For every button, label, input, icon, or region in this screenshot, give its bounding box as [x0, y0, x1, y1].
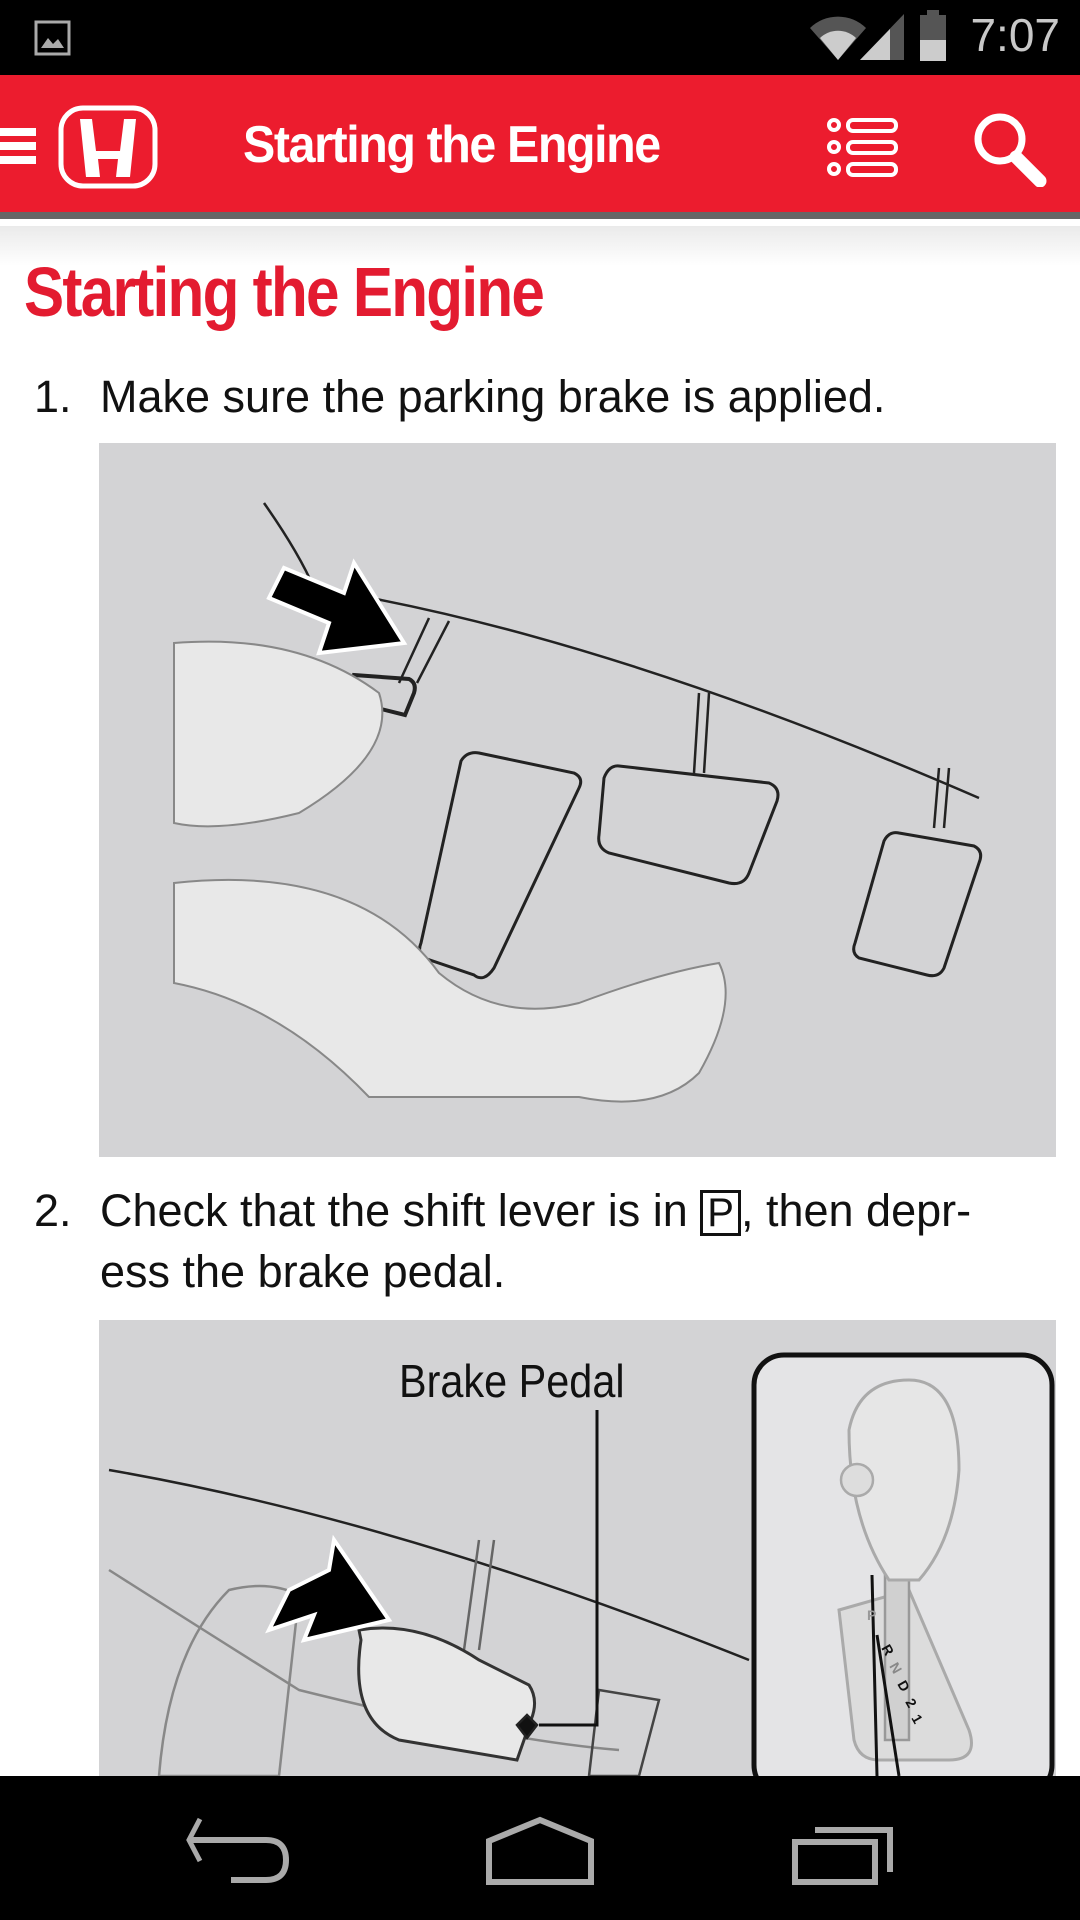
step-1-number: 1. [34, 371, 72, 422]
brake-pedal-label: Brake Pedal [399, 1355, 625, 1407]
shift-position-p-symbol: P [700, 1190, 741, 1236]
back-button-icon[interactable] [186, 1816, 296, 1886]
menu-icon[interactable] [0, 120, 36, 172]
shift-position-label: P [867, 1607, 876, 1623]
step-2-text-part1: Check that the shift lever is in [100, 1185, 701, 1236]
clock: 7:07 [970, 9, 1060, 61]
step-2-text-part3: ess the brake pedal. [100, 1246, 506, 1297]
honda-logo-icon[interactable] [58, 105, 158, 189]
wifi-icon [810, 16, 866, 61]
table-of-contents-icon[interactable] [826, 117, 900, 177]
home-button-icon[interactable] [484, 1816, 596, 1886]
navigation-bar [0, 1776, 1080, 1920]
parking-brake-illustration [99, 443, 1056, 1157]
image-notification-icon [34, 20, 71, 56]
search-icon[interactable] [970, 111, 1050, 187]
app-bar-shadow [0, 226, 1080, 266]
step-2-text-part2: , then depr- [740, 1185, 972, 1236]
status-bar: 7:07 [0, 0, 1080, 75]
recent-apps-button-icon[interactable] [790, 1816, 900, 1886]
app-bar: Starting the Engine [0, 75, 1080, 219]
page-heading: Starting the Engine [24, 253, 545, 331]
step-1-text: Make sure the parking brake is applied. [100, 371, 886, 422]
signal-icon [860, 14, 904, 60]
app-bar-title: Starting the Engine [243, 116, 661, 174]
step-2-text: Check that the shift lever is in P, then… [100, 1180, 1050, 1302]
step-2-number: 2. [34, 1185, 72, 1236]
brake-pedal-illustration: Brake Pedal P R N D 2 1 [99, 1320, 1056, 1776]
battery-icon [920, 10, 946, 61]
